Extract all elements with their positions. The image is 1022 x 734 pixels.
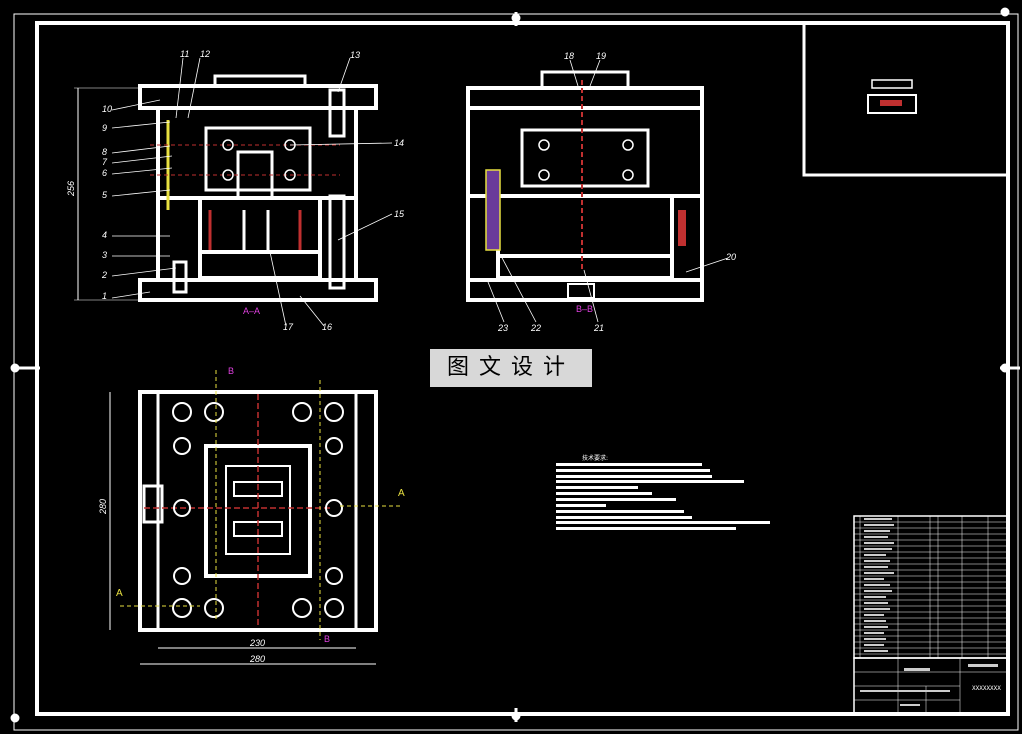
dim-height-plan: 280 bbox=[98, 499, 108, 515]
part-label-22: 22 bbox=[530, 323, 541, 333]
cut-marker-b-bottom: B bbox=[324, 634, 330, 644]
section-bb-label: B–B bbox=[576, 304, 593, 314]
part-label-10: 10 bbox=[102, 104, 112, 114]
part-label-3: 3 bbox=[102, 250, 107, 260]
part-label-11: 11 bbox=[180, 49, 189, 59]
section-bb-view bbox=[466, 70, 704, 302]
watermark-banner: 图文设计 bbox=[430, 349, 592, 387]
cut-marker-a-right: A bbox=[398, 488, 405, 499]
part-label-5: 5 bbox=[102, 190, 108, 200]
dim-height-left: 256 bbox=[66, 181, 76, 197]
tech-requirements-title: 技术要求: bbox=[582, 455, 609, 462]
part-label-23: 23 bbox=[497, 323, 508, 333]
cut-marker-a-left: A bbox=[116, 588, 123, 599]
leaders-left bbox=[111, 57, 393, 327]
part-label-8: 8 bbox=[102, 147, 107, 157]
part-label-6: 6 bbox=[102, 168, 107, 178]
cut-marker-b-top: B bbox=[228, 366, 234, 376]
tech-requirements-lines bbox=[556, 463, 770, 530]
part-label-18: 18 bbox=[564, 51, 574, 61]
border-center-marks bbox=[10, 7, 1020, 723]
section-aa-label: A–A bbox=[243, 306, 260, 316]
part-label-13: 13 bbox=[350, 50, 360, 60]
part-label-7: 7 bbox=[102, 157, 108, 167]
part-label-21: 21 bbox=[593, 323, 604, 333]
parts-list-table bbox=[853, 515, 1009, 715]
part-label-12: 12 bbox=[200, 49, 210, 59]
part-label-2: 2 bbox=[101, 270, 107, 280]
detail-box bbox=[802, 23, 1008, 177]
part-label-1: 1 bbox=[102, 291, 107, 301]
part-label-20: 20 bbox=[725, 252, 736, 262]
part-label-16: 16 bbox=[322, 322, 332, 332]
dim-width-outer: 280 bbox=[249, 654, 265, 664]
parts-list-text-marks bbox=[860, 518, 998, 706]
part-label-4: 4 bbox=[102, 230, 107, 240]
part-label-9: 9 bbox=[102, 123, 107, 133]
plan-view bbox=[109, 370, 400, 665]
section-aa-view bbox=[74, 74, 378, 302]
dim-width-inner: 230 bbox=[249, 638, 265, 648]
drawing-number: XXXXXXXX bbox=[972, 685, 1001, 692]
part-label-14: 14 bbox=[394, 138, 404, 148]
leaders-right bbox=[487, 59, 729, 323]
part-label-19: 19 bbox=[596, 51, 606, 61]
part-label-17: 17 bbox=[283, 322, 294, 332]
part-label-15: 15 bbox=[394, 209, 405, 219]
